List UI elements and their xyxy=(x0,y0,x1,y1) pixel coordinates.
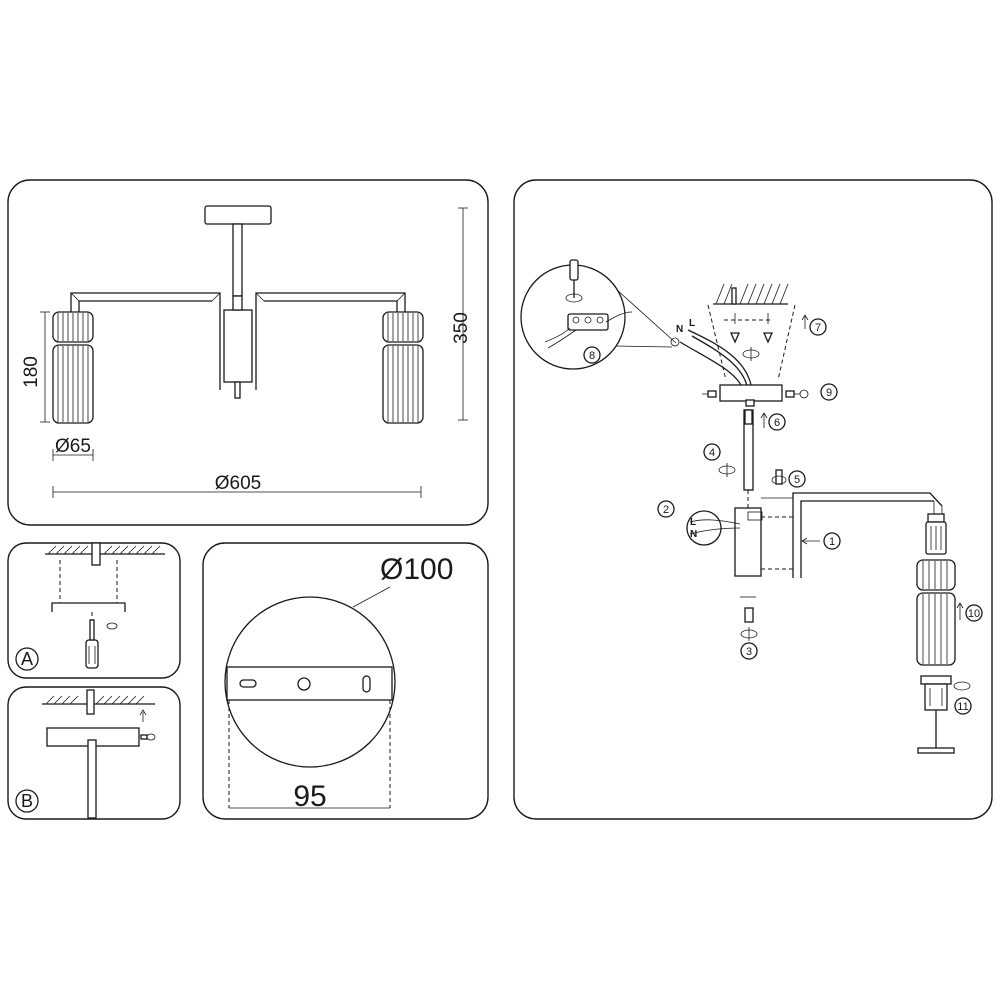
ceiling-hatch-main xyxy=(713,283,789,305)
step-11-badge xyxy=(954,697,972,715)
terminal-block xyxy=(544,311,633,349)
ground-symbol-icon xyxy=(670,337,680,347)
dimension-lines xyxy=(40,207,468,498)
assembly-panel xyxy=(513,179,993,820)
step-3-badge xyxy=(740,642,758,660)
step-6-badge xyxy=(768,413,786,431)
central-body xyxy=(223,309,253,383)
wire-label-l: L xyxy=(689,318,695,329)
body-wiring xyxy=(689,511,763,535)
nut-5 xyxy=(775,469,783,485)
plate-center-hole xyxy=(297,677,311,691)
arm-main xyxy=(761,492,943,578)
step-2-badge xyxy=(657,500,675,518)
connector-label-l: L xyxy=(690,517,696,528)
lamp-shade xyxy=(916,559,956,666)
step-4-badge xyxy=(703,443,721,461)
mount-distance-label: 95 xyxy=(293,780,326,813)
step-11-label: 11 xyxy=(957,701,968,713)
canopy-panel xyxy=(202,542,489,820)
step-1-label: 1 xyxy=(829,536,835,548)
side-screws-icon xyxy=(702,389,809,399)
step-9-badge xyxy=(820,383,838,401)
step-4-label: 4 xyxy=(709,447,715,459)
shade-diameter-label: Ø65 xyxy=(55,436,91,457)
step-8-badge xyxy=(583,346,601,364)
rotate-icon xyxy=(106,622,118,630)
step-7-label: 7 xyxy=(815,322,821,334)
dimensions-panel xyxy=(7,179,489,526)
left-shade xyxy=(52,311,94,424)
step-a-badge xyxy=(15,647,39,671)
screwdriver-detail-icon xyxy=(569,259,579,298)
wire-label-n: N xyxy=(676,324,683,335)
height-shade-label: 180 xyxy=(21,356,42,388)
finial-3 xyxy=(744,607,754,623)
rod-top-thread xyxy=(744,409,753,425)
screwdriver-icon xyxy=(85,619,99,669)
canopy-circle xyxy=(224,596,396,768)
step-1-badge xyxy=(823,532,841,550)
rotate-icon-11 xyxy=(953,681,971,691)
canopy-nut xyxy=(745,399,755,407)
connector-label-n: N xyxy=(690,529,697,540)
step-10-badge xyxy=(965,604,983,622)
step-b-badge xyxy=(15,789,39,813)
diameter-leader xyxy=(352,586,391,608)
ceiling-hatch-a xyxy=(45,542,165,566)
rotate-icon-8 xyxy=(565,293,583,303)
ceiling-hatch-b xyxy=(42,689,155,715)
step-2-label: 2 xyxy=(663,504,669,516)
screw-b xyxy=(140,734,148,740)
arms xyxy=(70,292,406,390)
height-total-label: 350 xyxy=(451,312,472,344)
stem-collar xyxy=(232,295,243,311)
lamp-socket xyxy=(925,513,947,555)
step-5-label: 5 xyxy=(794,474,800,486)
power-wires xyxy=(679,329,753,391)
connector-detail-circle xyxy=(686,510,722,546)
mounting-bracket-a xyxy=(51,602,126,612)
ceiling-canopy xyxy=(204,205,272,225)
step-5-badge xyxy=(788,470,806,488)
right-shade xyxy=(382,311,424,424)
bulb-ring-11 xyxy=(917,675,955,754)
step-9-label: 9 xyxy=(826,387,832,399)
ceiling-screws-icon xyxy=(729,313,774,344)
step-7-badge xyxy=(809,318,827,336)
step-10-label: 10 xyxy=(968,608,980,620)
step-b-label: B xyxy=(21,791,33,811)
rod-b xyxy=(87,739,97,819)
step-8-label: 8 xyxy=(589,350,595,362)
span-diameter-label: Ø605 xyxy=(215,473,261,494)
canopy-main xyxy=(719,384,783,402)
step-3-label: 3 xyxy=(746,646,752,658)
bottom-finial xyxy=(234,381,241,399)
step-6-label: 6 xyxy=(774,417,780,429)
step-a-label: A xyxy=(21,649,33,669)
plate-slot-right xyxy=(362,675,371,693)
plate-slot-left xyxy=(239,679,257,688)
step-b-panel xyxy=(7,686,181,820)
canopy-diameter-label: Ø100 xyxy=(380,553,453,586)
stem-rod xyxy=(232,223,243,297)
